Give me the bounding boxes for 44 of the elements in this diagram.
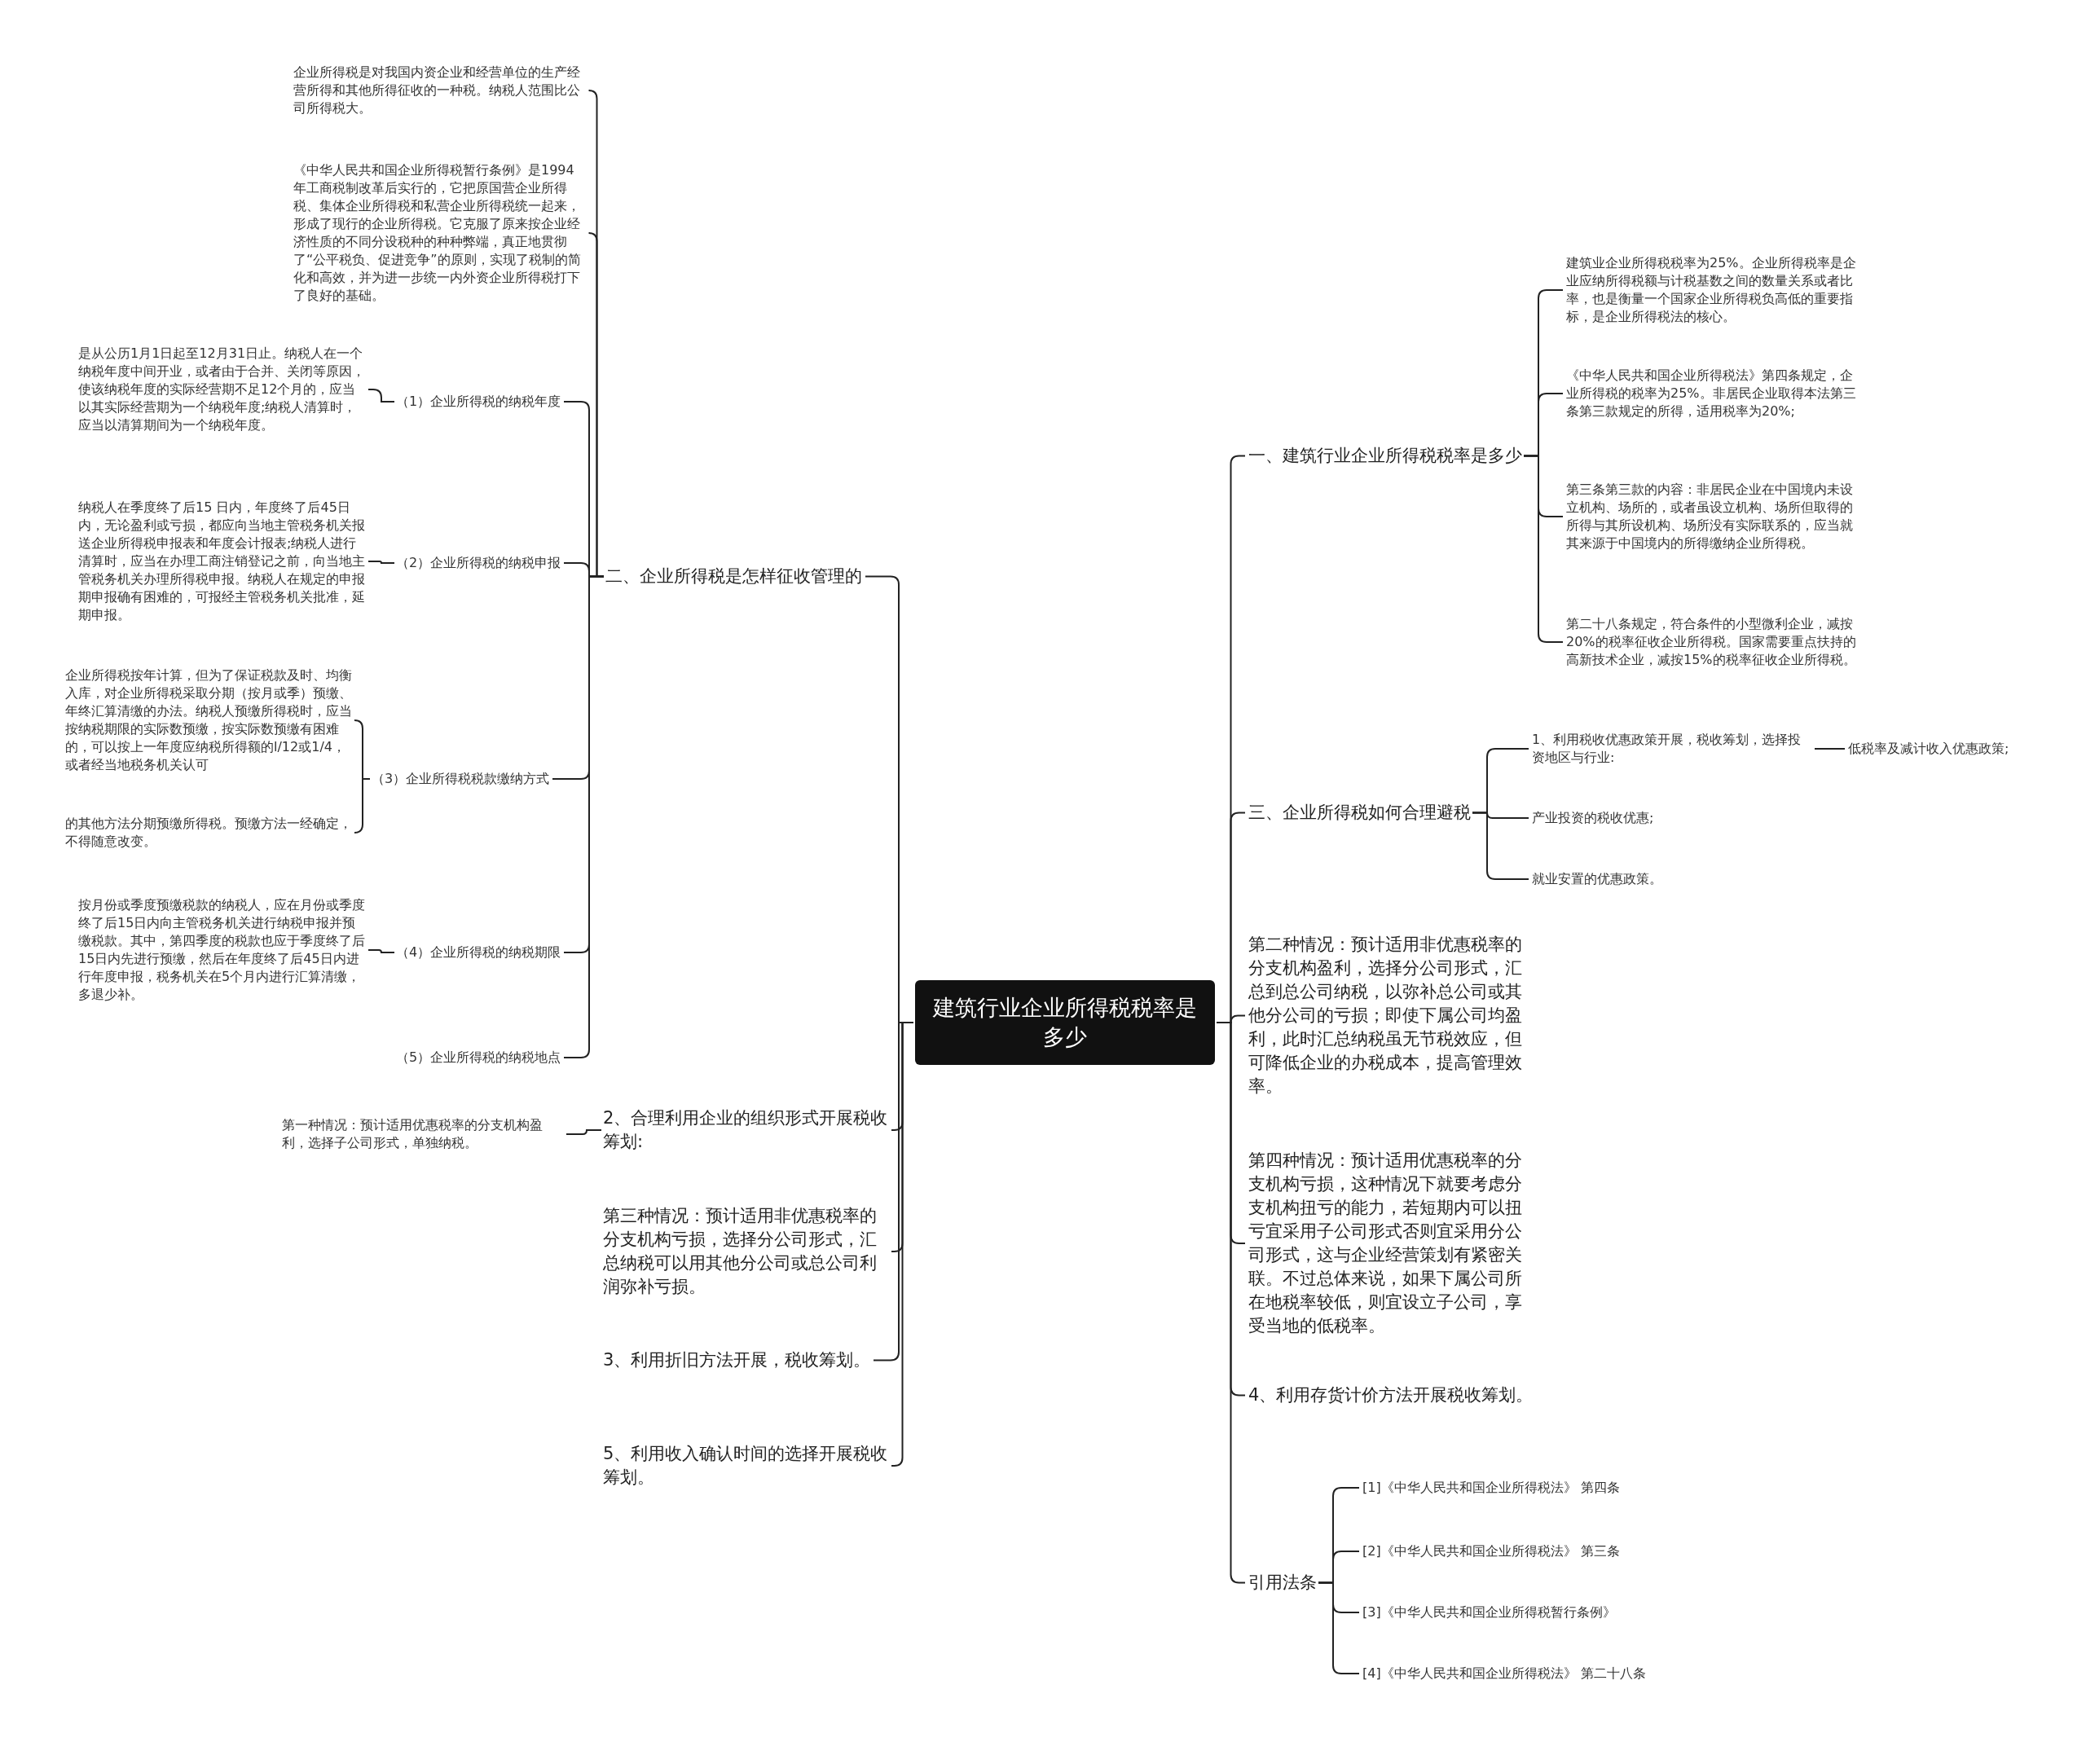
detail-text: 低税率及减计收入优惠政策; [1848, 740, 2009, 758]
topic-text: 第三种情况：预计适用非优惠税率的分支机构亏损，选择分公司形式，汇总纳税可以用其他分公司或总公司利润弥补亏损。 [603, 1204, 888, 1299]
detail-text: 企业所得税是对我国内资企业和经营单位的生产经营所得和其他所得征收的一种税。纳税人范围比公司所得税大。 [293, 64, 587, 117]
detail-text: （5）企业所得税的纳税地点 [396, 1049, 561, 1067]
detail-text: 《中华人民共和国企业所得税法》第四条规定，企业所得税的税率为25%。非居民企业取得本法第三条第三款规定的所得，适用税率为20%; [1566, 367, 1864, 420]
detail-text: 按月份或季度预缴税款的纳税人，应在月份或季度终了后15日内向主管税务机关进行纳税申报并预缴税款。其中，第四季度的税款也应于季度终了后15日内先进行预缴，然后在年度终了后45日内进行年度申报，税务机关在5个月内进行汇算清缴，多退少补。 [78, 896, 365, 1004]
connector-line [1814, 748, 1846, 750]
topic-text: 引用法条 [1248, 1571, 1317, 1595]
topic-text: 第四种情况：预计适用优惠税率的分支机构亏损，这种情况下就要考虑分支机构扭亏的能力，若短期内可以扭亏宜采用子公司形式否则宜采用分公司形式，这与企业经营策划有紧密关联。不过总体来说，如果下属公司所在地税率较低，则宜设立子公司，享受当地的低税率。 [1248, 1149, 1534, 1338]
topic-text: 5、利用收入确认时间的选择开展税收筹划。 [603, 1442, 888, 1489]
detail-text: 建筑业企业所得税税率为25%。企业所得税率是企业应纳所得税额与计税基数之间的数量关系或者比率，也是衡量一个国家企业所得税负高低的重要指标，是企业所得税法的核心。 [1566, 254, 1864, 326]
topic-text: 4、利用存货计价方法开展税收筹划。 [1248, 1383, 1534, 1407]
detail-text: 《中华人民共和国企业所得税暂行条例》是1994年工商税制改革后实行的，它把原国营企业所得税、集体企业所得税和私营企业所得税统一起来，形成了现行的企业所得税。它克服了原来按企业经济性质的不同分设税种的种种弊端，真正地贯彻了“公平税负、促进竞争”的原则，实现了税制的简化和高效，并为进一步统一内外资企业所得税打下了良好的基础。 [293, 161, 587, 305]
detail-text: （3）企业所得税税款缴纳方式 [372, 770, 550, 788]
detail-text: 的其他方法分期预缴所得税。预缴方法一经确定，不得随意改变。 [65, 815, 352, 851]
detail-text: 第二十八条规定，符合条件的小型微利企业，减按20%的税率征收企业所得税。国家需要重点扶持的高新技术企业，减按15%的税率征收企业所得税。 [1566, 615, 1864, 669]
detail-text: 企业所得税按年计算，但为了保证税款及时、均衡入库，对企业所得税采取分期（按月或季）预缴、年终汇算清缴的办法。纳税人预缴所得税时，应当按纳税期限的实际数预缴，按实际数预缴有困难的，可以按上一年度应纳税所得额的l/12或1/4，或者经当地税务机关认可 [65, 666, 352, 774]
detail-text: （2）企业所得税的纳税申报 [396, 554, 561, 572]
detail-text: 是从公历1月1日起至12月31日止。纳税人在一个纳税年度中间开业，或者由于合并、关闭等原因，使该纳税年度的实际经营期不足12个月的，应当以其实际经营期为一个纳税年度;纳税人清算时，应当以清算期间为一个纳税年度。 [78, 345, 365, 434]
detail-text: 就业安置的优惠政策。 [1532, 870, 1662, 888]
topic-text: 2、合理利用企业的组织形式开展税收筹划: [603, 1106, 888, 1154]
detail-text: （4）企业所得税的纳税期限 [396, 944, 561, 961]
detail-text: 纳税人在季度终了后15 日内，年度终了后45日内，无论盈利或亏损，都应向当地主管税务机关报送企业所得税申报表和年度会计报表;纳税人进行清算时，应当在办理工商注销登记之前，向当地主管税务机关办理所得税申报。纳税人在规定的申报期申报确有困难的，可报经主管税务机关批准，延期申报。 [78, 499, 365, 624]
connector-line [367, 949, 395, 953]
detail-text: 1、利用税收优惠政策开展，税收筹划，选择投资地区与行业: [1532, 731, 1813, 767]
detail-text: 产业投资的税收优惠; [1532, 809, 1654, 827]
detail-text: [2]《中华人民共和国企业所得税法》 第三条 [1362, 1542, 1620, 1560]
topic-text: 第二种情况：预计适用非优惠税率的分支机构盈利，选择分公司形式，汇总到总公司纳税，以弥补总公司或其他分公司的亏损；即使下属公司均盈利，此时汇总纳税虽无节税效应，但可降低企业的办税成本，提高管理效率。 [1248, 933, 1534, 1098]
topic-text: 3、利用折旧方法开展，税收筹划。 [603, 1348, 871, 1372]
connector-line [1472, 812, 1529, 880]
topic-text: 二、企业所得税是怎样征收管理的 [605, 565, 862, 588]
detail-text: （1）企业所得税的纳税年度 [396, 393, 561, 411]
connector-line [566, 1129, 602, 1135]
detail-text: [3]《中华人民共和国企业所得税暂行条例》 [1362, 1603, 1616, 1621]
detail-text: [4]《中华人民共和国企业所得税法》 第二十八条 [1362, 1665, 1646, 1683]
connector-line [354, 778, 371, 834]
topic-text: 一、建筑行业企业所得税税率是多少 [1248, 444, 1522, 468]
detail-text: 第三条第三款的内容：非居民企业在中国境内未设立机构、场所的，或者虽设立机构、场所但取得的所得与其所设机构、场所没有实际联系的，应当就其来源于中国境内的所得缴纳企业所得税。 [1566, 481, 1864, 552]
connector-line [367, 389, 395, 403]
connector-line [367, 561, 395, 564]
root-topic-box: 建筑行业企业所得税税率是多少 [915, 980, 1215, 1065]
detail-text: [1]《中华人民共和国企业所得税法》 第四条 [1362, 1479, 1620, 1497]
topic-text: 三、企业所得税如何合理避税 [1248, 801, 1471, 825]
detail-text: 第一种情况：预计适用优惠税率的分支机构盈利，选择子公司形式，单独纳税。 [282, 1116, 563, 1152]
